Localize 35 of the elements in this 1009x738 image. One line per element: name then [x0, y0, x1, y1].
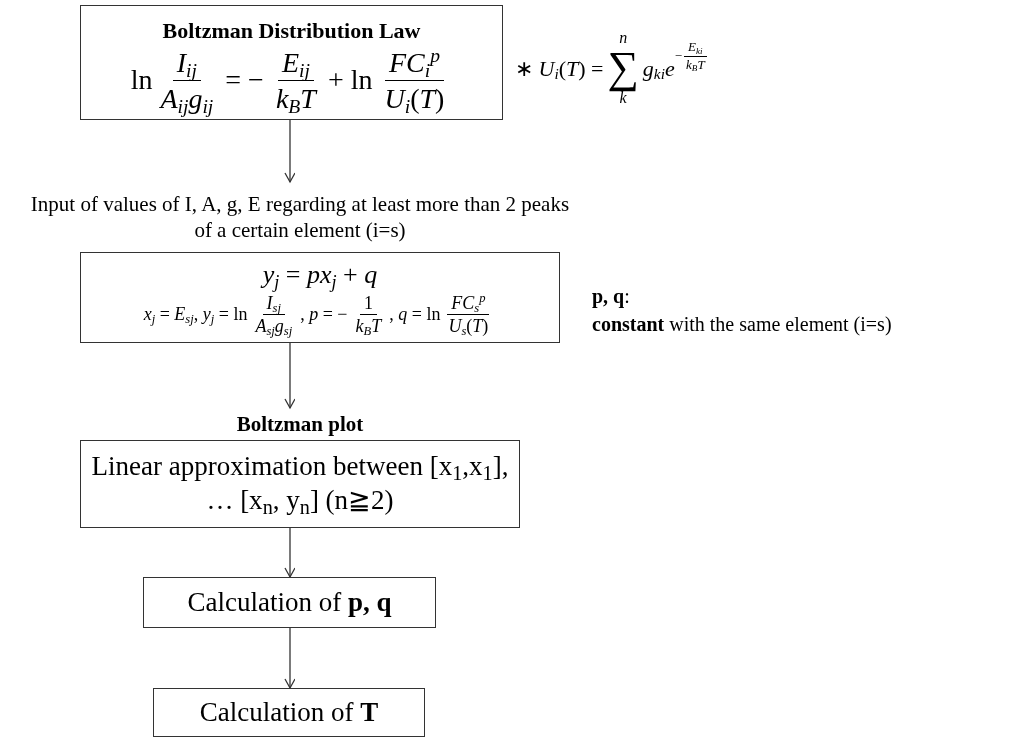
note-text: constant with the same element (i=s)	[592, 311, 892, 338]
math-symbol: −	[674, 47, 683, 66]
arrow	[284, 527, 296, 578]
box-text: Linear approximation between [x$_{1}$,x$_{1}$], … [x$_{n}$, y$_{n}$] (n≧2)	[90, 450, 510, 518]
denominator: A$_{ij}$g$_{ij}$	[158, 81, 215, 116]
box-text: Calculation of T	[198, 695, 380, 729]
equation: , q = ln	[389, 303, 441, 327]
arrow	[284, 627, 296, 689]
denominator: A$_{sj}$g$_{sj}$	[253, 315, 294, 338]
note-text: p, q:	[592, 284, 631, 310]
step-heading: Input of values of I, A, g, E regarding at least more than 2 peaks of a certain element (i=s)	[29, 190, 571, 244]
equation: y$_{j}$ = px$_{j}$ + q	[262, 259, 378, 292]
numerator: I$_{ij}$	[172, 44, 201, 81]
numerator: E$_{ij}$	[277, 44, 314, 81]
denominator: k$_{B}$T	[354, 315, 384, 338]
denominator: U$_{s}$(T)	[447, 315, 490, 338]
arrow	[284, 119, 296, 183]
equation: g$_{ki}$e	[642, 54, 675, 85]
sum-symbol: ∑	[607, 46, 639, 90]
equation: , p = −	[300, 303, 348, 327]
math-symbol: + ln	[327, 63, 373, 98]
step-heading: Boltzman plot	[236, 410, 364, 438]
math-symbol: ln	[130, 63, 153, 98]
equation: ∗ U$_{i}$(T) =	[515, 54, 604, 85]
equation: x$_{j}$ = E$_{sj}$, y$_{j}$ = ln	[143, 303, 248, 329]
sum-limit: n	[619, 30, 628, 46]
box-title: Boltzman Distribution Law	[162, 17, 421, 45]
numerator: 1	[359, 291, 377, 316]
denominator: U$_{i}$(T)	[383, 81, 446, 116]
denominator: k$_{B}$T	[685, 56, 707, 73]
math-symbol: = −	[225, 63, 264, 98]
numerator: E$_{ki}$	[684, 39, 707, 57]
denominator: k$_{B}$T	[274, 81, 319, 116]
box-text: Calculation of p, q	[186, 585, 393, 619]
arrow	[284, 342, 296, 409]
